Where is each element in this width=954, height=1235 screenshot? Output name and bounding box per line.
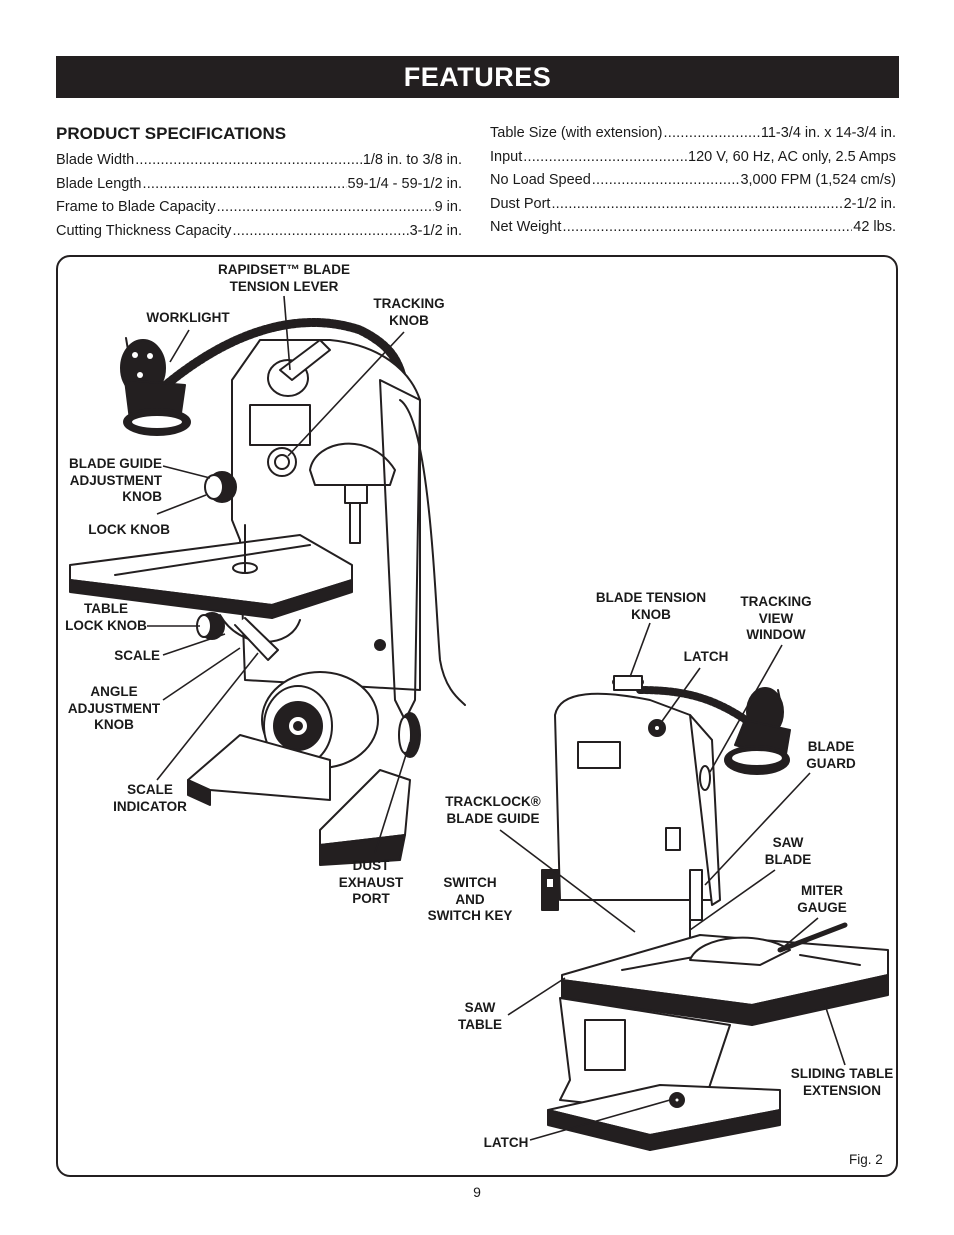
spec-value: 59-1/4 - 59-1/2 in. xyxy=(347,175,462,192)
spec-label: Blade Length xyxy=(56,175,142,192)
right-saw-drawing xyxy=(541,675,889,1151)
label-angle-adjustment-knob: ANGLE ADJUSTMENT KNOB xyxy=(67,684,161,732)
spec-row: Cutting Thickness Capacity 3-1/2 in. xyxy=(56,220,462,244)
label-table-lock-knob: TABLE LOCK KNOB xyxy=(65,601,147,633)
label-blade-guard: BLADE GUARD xyxy=(806,739,856,771)
page-number: 9 xyxy=(473,1184,481,1200)
label-tracklock-blade-guide: TRACKLOCK® BLADE GUIDE xyxy=(445,794,541,826)
spec-row: Input 120 V, 60 Hz, AC only, 2.5 Amps xyxy=(490,146,896,170)
specs-list-left: Blade Width 1/8 in. to 3/8 in. Blade Leng… xyxy=(56,149,462,243)
specs-list-right: Table Size (with extension) 11-3/4 in. x … xyxy=(490,122,896,240)
label-sliding-table-extension: SLIDING TABLE EXTENSION xyxy=(790,1066,894,1098)
spec-label: Frame to Blade Capacity xyxy=(56,199,216,215)
spec-row: Table Size (with extension) 11-3/4 in. x … xyxy=(490,122,896,146)
spec-value: 1/8 in. to 3/8 in. xyxy=(362,152,462,168)
spec-label: Dust Port xyxy=(490,195,551,212)
spec-label: Table Size (with extension) xyxy=(490,125,663,141)
spec-label: No Load Speed xyxy=(490,172,591,188)
label-blade-tension-knob: BLADE TENSION KNOB xyxy=(595,590,707,622)
features-banner: FEATURES xyxy=(56,56,899,98)
label-blade-guide-adjustment-knob: BLADE GUIDE ADJUSTMENT KNOB xyxy=(68,456,162,504)
spec-label: Net Weight xyxy=(490,219,562,235)
label-worklight: WORKLIGHT xyxy=(146,310,230,325)
figure-label: Fig. 2 xyxy=(849,1152,883,1167)
spec-value: 11-3/4 in. x 14-3/4 in. xyxy=(760,125,896,141)
spec-value: 42 lbs. xyxy=(853,219,896,235)
label-switch-and-key: SWITCH AND SWITCH KEY xyxy=(427,875,513,923)
spec-label: Cutting Thickness Capacity xyxy=(56,222,232,239)
label-latch-bottom: LATCH xyxy=(483,1135,529,1150)
figure-frame xyxy=(56,255,898,1177)
worklight-lamp-right xyxy=(724,687,791,775)
label-rapidset-lever: RAPIDSET™ BLADE TENSION LEVER xyxy=(217,262,350,294)
label-scale-indicator: SCALE INDICATOR xyxy=(113,782,187,814)
worklight-lamp-left xyxy=(120,337,191,436)
specs-title: PRODUCT SPECIFICATIONS xyxy=(56,124,287,143)
label-miter-gauge: MITER GAUGE xyxy=(797,883,847,915)
spec-label: Input xyxy=(490,148,523,165)
spec-value: 9 in. xyxy=(434,199,462,215)
label-tracking-view-window: TRACKING VIEW WINDOW xyxy=(740,594,812,642)
leader-lines xyxy=(147,295,846,1141)
label-saw-blade: SAW BLADE xyxy=(764,835,812,867)
spec-row: Blade Width 1/8 in. to 3/8 in. xyxy=(56,149,462,173)
spec-row: Frame to Blade Capacity 9 in. xyxy=(56,196,462,220)
spec-row: Blade Length 59-1/4 - 59-1/2 in. xyxy=(56,173,462,197)
page-title: FEATURES xyxy=(403,62,552,92)
spec-value: 3,000 FPM (1,524 cm/s) xyxy=(740,172,896,188)
spec-value: 120 V, 60 Hz, AC only, 2.5 Amps xyxy=(688,148,896,165)
label-tracking-knob: TRACKING KNOB xyxy=(373,296,445,328)
label-saw-table: SAW TABLE xyxy=(458,1000,502,1032)
spec-row: No Load Speed 3,000 FPM (1,524 cm/s) xyxy=(490,169,896,193)
label-lock-knob: LOCK KNOB xyxy=(88,522,170,537)
label-dust-exhaust-port: DUST EXHAUST PORT xyxy=(338,858,404,906)
label-scale: SCALE xyxy=(114,648,160,663)
spec-value: 2-1/2 in. xyxy=(843,195,896,212)
spec-label: Blade Width xyxy=(56,152,135,168)
spec-row: Net Weight 42 lbs. xyxy=(490,216,896,240)
spec-value: 3-1/2 in. xyxy=(409,222,462,239)
label-latch-top: LATCH xyxy=(683,649,729,664)
spec-row: Dust Port 2-1/2 in. xyxy=(490,193,896,217)
left-saw-drawing xyxy=(69,318,466,866)
